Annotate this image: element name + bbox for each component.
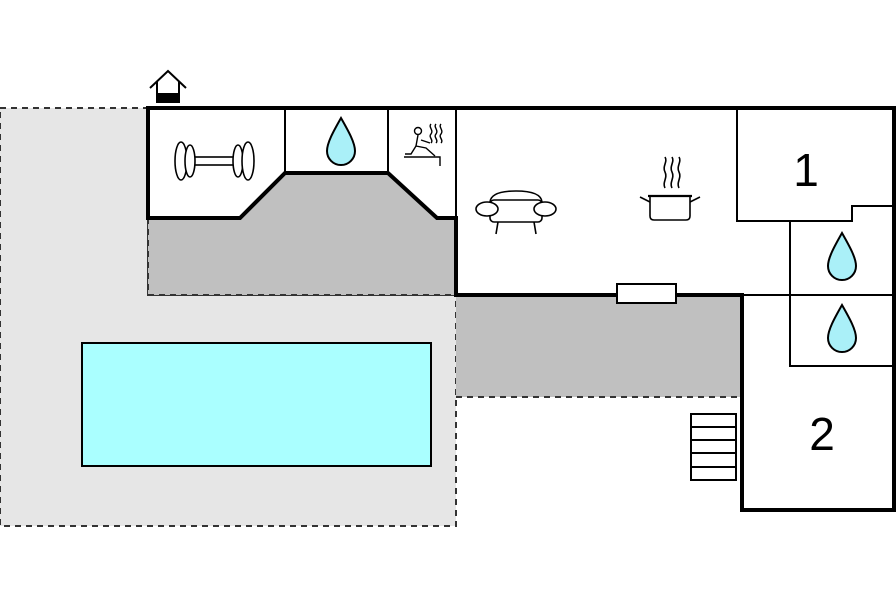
sauna-icon [404, 123, 443, 166]
sofa-icon [475, 190, 557, 235]
door-marker [616, 283, 677, 304]
stairs [690, 413, 737, 481]
upper-wing-interior [148, 108, 456, 218]
covered-patio-upper [148, 173, 456, 295]
main-building-interior [456, 108, 894, 510]
covered-patio-lower [456, 295, 742, 397]
water-drop-icon [826, 230, 858, 281]
room-number-2: 2 [809, 408, 835, 460]
dumbbell-icon [174, 141, 255, 181]
entrance-icon [149, 69, 187, 103]
covered-patio-upper-edge [147, 218, 456, 296]
water-drop-icon [325, 115, 357, 166]
wall-bedroom-1 [736, 108, 894, 222]
room-number-1: 1 [793, 144, 819, 196]
swimming-pool [81, 342, 432, 467]
water-drop-icon [826, 302, 858, 353]
wall-bathroom-right-1 [789, 221, 894, 367]
cooking-pot-icon [639, 156, 701, 221]
